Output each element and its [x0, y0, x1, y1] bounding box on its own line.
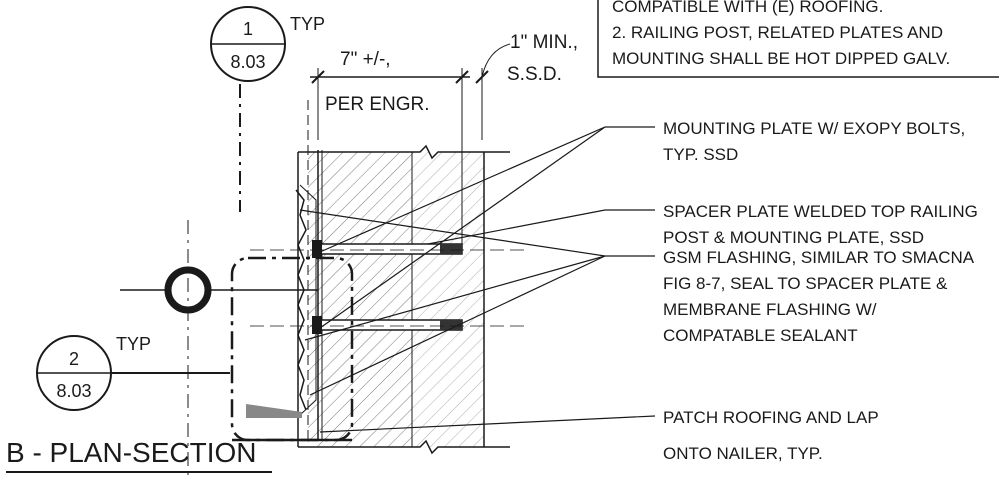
detail-ref-2-sheet: 8.03 [56, 381, 91, 401]
dim-per-engr: PER ENGR. [325, 94, 430, 115]
dim-one-inch-min: 1" MIN., [510, 32, 578, 53]
detail-ref-1-number: 1 [243, 19, 253, 39]
callout-3-line-1: GSM FLASHING, SIMILAR TO SMACNA [663, 248, 975, 267]
callout-3-line-4: COMPATABLE SEALANT [663, 326, 858, 345]
callout-mounting-plate: MOUNTING PLATE W/ EXOPY BOLTS, TYP. SSD [663, 119, 965, 164]
bolts [250, 240, 530, 334]
dimension-strings: 7" +/-, PER ENGR. 1" MIN., S.S.D. [310, 32, 578, 245]
gsm-flashing [295, 184, 317, 416]
detail-ref-2: 2 8.03 TYP [36, 334, 230, 411]
detail-ref-1-sheet: 8.03 [230, 52, 265, 72]
notes-box: COMPATIBLE WITH (E) ROOFING. 2. RAILING … [597, 0, 999, 78]
notes-line-3: MOUNTING SHALL BE HOT DIPPED GALV. [612, 49, 950, 68]
callout-2-line-2: POST & MOUNTING PLATE, SSD [663, 228, 924, 247]
callout-patch-roofing: PATCH ROOFING AND LAP ONTO NAILER, TYP. [663, 408, 879, 463]
notes-line-1: COMPATIBLE WITH (E) ROOFING. [612, 0, 883, 16]
railing-post [120, 220, 354, 478]
callout-1-line-1: MOUNTING PLATE W/ EXOPY BOLTS, [663, 119, 965, 138]
title-text: B - PLAN-SECTION [6, 437, 256, 468]
detail-ref-1-note: TYP [290, 14, 325, 34]
callout-4-line-1: PATCH ROOFING AND LAP [663, 408, 879, 427]
callout-3-line-2: FIG 8-7, SEAL TO SPACER PLATE & [663, 274, 948, 293]
callout-4-line-2: ONTO NAILER, TYP. [663, 444, 823, 463]
notes-line-2: 2. RAILING POST, RELATED PLATES AND [612, 23, 943, 42]
callout-3-line-3: MEMBRANE FLASHING W/ [663, 300, 877, 319]
callout-gsm-flashing: GSM FLASHING, SIMILAR TO SMACNA FIG 8-7,… [663, 248, 975, 345]
leader-lines [299, 126, 656, 433]
detail-ref-1: 1 8.03 TYP [210, 6, 325, 212]
dim-seven-inch: 7" +/-, [340, 49, 391, 70]
detail-ref-2-number: 2 [69, 349, 79, 369]
dim-ssd: S.S.D. [507, 64, 562, 85]
callout-1-line-2: TYP. SSD [663, 145, 738, 164]
detail-ref-2-note: TYP [116, 334, 151, 354]
wall-section [297, 100, 510, 455]
callout-spacer-plate: SPACER PLATE WELDED TOP RAILING POST & M… [663, 202, 978, 247]
drawing-title: B - PLAN-SECTION [6, 437, 272, 473]
callout-2-line-1: SPACER PLATE WELDED TOP RAILING [663, 202, 978, 221]
